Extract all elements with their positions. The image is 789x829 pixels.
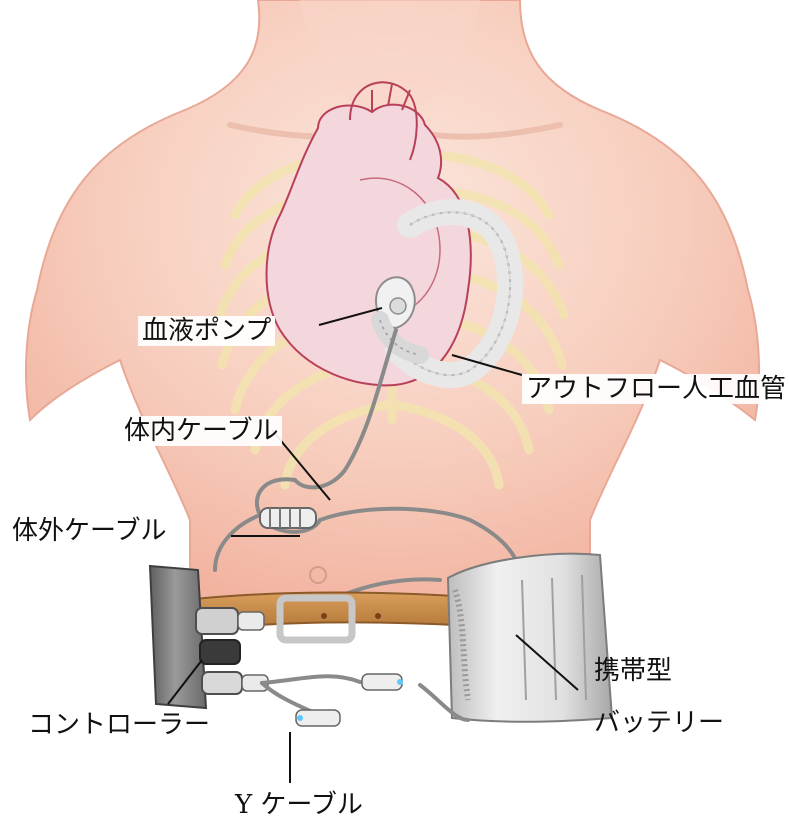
cable-connector <box>260 508 316 528</box>
label-blood-pump: 血液ポンプ <box>138 316 275 346</box>
label-battery-line2: バッテリー <box>590 708 728 738</box>
battery-pack <box>448 554 612 722</box>
label-external-cable: 体外ケーブル <box>8 516 170 546</box>
label-controller: コントローラー <box>24 710 214 740</box>
label-y-cable: Y ケーブル <box>231 790 367 820</box>
label-battery-line1: 携帯型 <box>590 656 676 686</box>
label-outflow-graft: アウトフロー人工血管 <box>522 374 789 404</box>
label-internal-cable: 体内ケーブル <box>120 416 282 446</box>
y-cable-connectors <box>296 674 403 726</box>
